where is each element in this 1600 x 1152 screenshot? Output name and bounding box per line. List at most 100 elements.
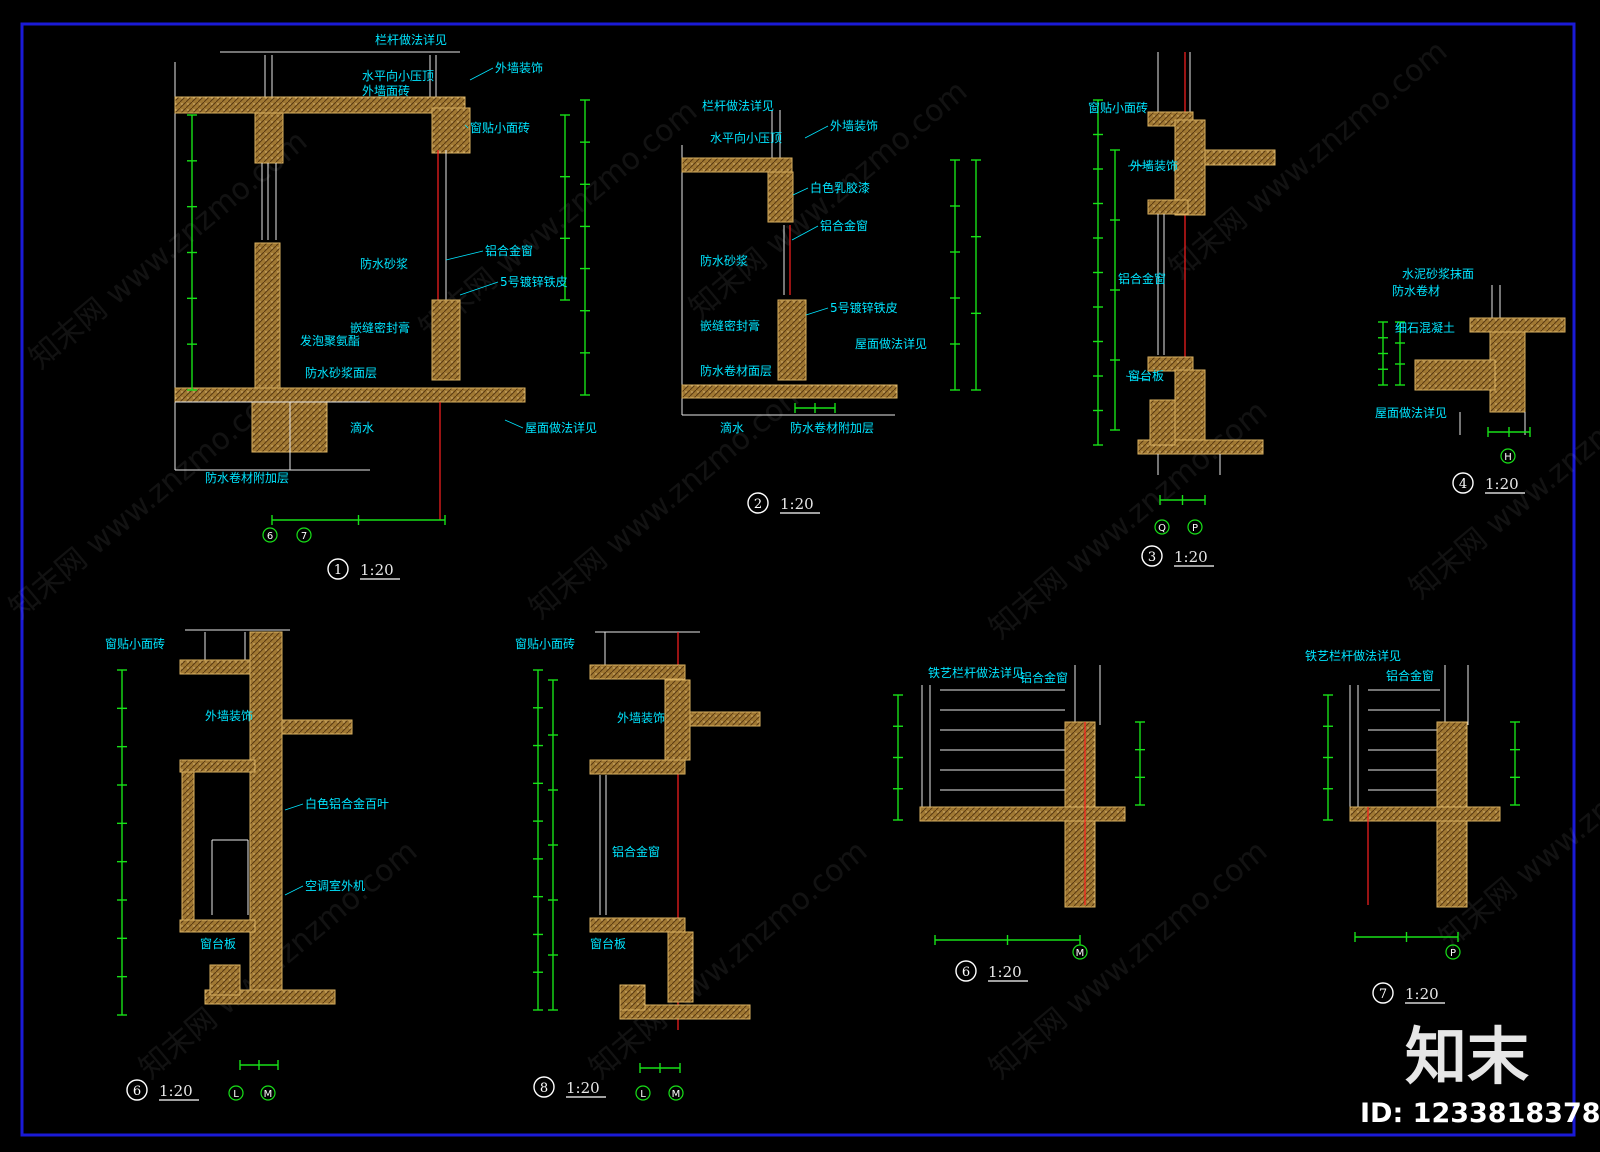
axis-label: P <box>1450 948 1456 959</box>
detail-scale: 1:20 <box>159 1082 193 1100</box>
annotation-label: 外墙装饰 <box>1130 159 1178 173</box>
leader-line <box>792 187 809 196</box>
annotation-label: 窗贴小面砖 <box>105 636 165 651</box>
axis-label: 7 <box>301 531 307 542</box>
detail-number: 1 <box>334 563 342 578</box>
axis-label: L <box>640 1089 646 1100</box>
annotation-label: 窗贴小面砖 <box>470 120 530 135</box>
concrete-section <box>174 387 526 403</box>
annotation-label: 外墙装饰 <box>617 711 665 725</box>
detail-number-circle <box>1141 545 1163 567</box>
concrete-section <box>619 984 646 1011</box>
annotation-label: 防水卷材附加层 <box>790 420 874 435</box>
concrete-section <box>589 917 686 933</box>
concrete-section <box>1414 359 1496 391</box>
detail-number: 6 <box>133 1084 141 1099</box>
detail-scale: 1:20 <box>360 561 394 579</box>
concrete-section <box>619 1004 751 1020</box>
concrete-section <box>254 112 284 164</box>
annotation-label: 铁艺栏杆做法详见 <box>928 665 1024 680</box>
detail-number: 8 <box>540 1081 548 1096</box>
axis-label: H <box>1504 452 1512 463</box>
concrete-section <box>1469 317 1566 333</box>
concrete-section <box>1489 331 1526 413</box>
concrete-section <box>254 242 281 389</box>
annotation-label: 防水卷材面层 <box>700 363 772 378</box>
leader-line <box>459 281 499 296</box>
annotation-label: 铝合金窗 <box>612 844 660 859</box>
axis-bubble <box>635 1085 651 1101</box>
annotation-label: 滴水 <box>720 420 744 435</box>
detail-scale: 1:20 <box>1485 475 1519 493</box>
concrete-section <box>681 157 793 173</box>
concrete-section <box>181 771 195 923</box>
annotation-label: 水泥砂浆抹面 <box>1402 266 1474 281</box>
annotation-label: 栏杆做法详见 <box>375 32 447 47</box>
concrete-section <box>589 759 686 775</box>
concrete-section <box>681 384 898 399</box>
concrete-section <box>1147 356 1194 372</box>
axis-label: M <box>1076 948 1085 959</box>
annotation-label: 空调室外机 <box>305 878 365 893</box>
detail-number: 6 <box>962 965 970 980</box>
detail-number-circle <box>126 1079 148 1101</box>
id-label: ID: 1233818378 <box>1360 1098 1600 1129</box>
axis-label: P <box>1192 523 1198 534</box>
detail-number-circle <box>955 960 977 982</box>
annotation-label: 水平向小压顶 <box>710 130 782 145</box>
concrete-section <box>1174 119 1206 216</box>
detail-scale: 1:20 <box>566 1079 600 1097</box>
axis-bubble <box>1187 519 1203 535</box>
annotation-label: 发泡聚氨酯 <box>300 333 360 348</box>
axis-label: Q <box>1158 523 1166 534</box>
axis-label: M <box>672 1089 681 1100</box>
annotation-label: 屋面做法详见 <box>855 336 927 351</box>
leader-line <box>504 419 524 429</box>
concrete-section <box>249 631 283 1003</box>
concrete-section <box>1149 399 1176 446</box>
concrete-section <box>431 107 471 154</box>
annotation-label: 细石混凝土 <box>1395 320 1455 335</box>
annotation-label: 铝合金窗 <box>820 218 868 233</box>
leader-line <box>284 803 304 811</box>
axis-bubble <box>296 527 312 543</box>
detail-number-circle <box>327 558 349 580</box>
annotation-label: 窗台板 <box>590 936 626 951</box>
annotation-label: 窗贴小面砖 <box>1088 100 1148 115</box>
axis-bubble <box>1500 448 1516 464</box>
detail-scale: 1:20 <box>780 495 814 513</box>
detail-2: 栏杆做法详见外墙装饰水平向小压顶白色乳胶漆铝合金窗防水砂浆5号镀锌铁皮嵌缝密封膏… <box>681 98 981 514</box>
annotation-label: 屋面做法详见 <box>1375 405 1447 420</box>
detail-number: 3 <box>1148 550 1156 565</box>
concrete-section <box>667 931 694 1003</box>
axis-label: L <box>233 1089 239 1100</box>
concrete-section <box>767 171 794 223</box>
axis-label: M <box>264 1089 273 1100</box>
concrete-section <box>777 299 807 381</box>
axis-bubble <box>260 1085 276 1101</box>
concrete-section <box>689 711 761 727</box>
annotation-label: 外墙装饰 <box>205 709 253 723</box>
concrete-section <box>1204 149 1276 166</box>
annotation-label: 铁艺栏杆做法详见 <box>1305 648 1401 663</box>
concrete-section <box>664 679 691 761</box>
leader-line <box>445 250 484 261</box>
detail-number: 7 <box>1379 987 1387 1002</box>
concrete-section <box>174 96 466 114</box>
detail-scale: 1:20 <box>988 963 1022 981</box>
annotation-label: 5号镀锌铁皮 <box>830 301 898 315</box>
annotation-label: 屋面做法详见 <box>525 420 597 435</box>
annotation-label: 水平向小压顶 <box>362 68 434 83</box>
leader-line <box>804 125 829 139</box>
annotation-label: 滴水 <box>350 420 374 435</box>
concrete-section <box>1174 369 1206 451</box>
drawing-frame <box>20 22 1576 1137</box>
detail-number-circle <box>1452 472 1474 494</box>
